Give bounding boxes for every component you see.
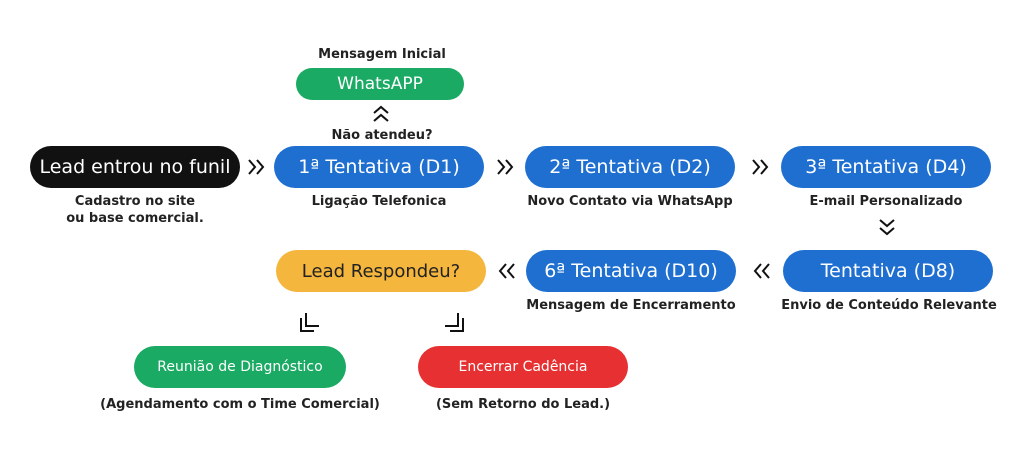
outcome-meeting-caption: (Agendamento com o Time Comercial) [100, 397, 380, 412]
double-chevron-right-icon [246, 157, 266, 177]
decision-label: Lead Respondeu? [301, 260, 461, 282]
whatsapp-label: WhatsAPP [337, 74, 423, 94]
step-3-node: 3ª Tentativa (D4) [781, 146, 991, 188]
outcome-close-caption: (Sem Retorno do Lead.) [435, 397, 611, 412]
double-chevron-right-icon [750, 157, 770, 177]
step-3-caption: E-mail Personalizado [809, 194, 963, 209]
outcome-close-label: Encerrar Cadência [458, 359, 588, 375]
step-3-label: 3ª Tentativa (D4) [805, 156, 967, 178]
step-6-caption: Mensagem de Encerramento [526, 298, 736, 313]
step-2-label: 2ª Tentativa (D2) [549, 156, 711, 178]
double-chevron-left-icon [752, 261, 772, 281]
step-1-caption: Ligação Telefonica [311, 194, 447, 209]
start-caption-line2: ou base comercial. [66, 211, 204, 226]
whatsapp-caption: Mensagem Inicial [318, 47, 446, 62]
double-chevron-left-icon [497, 261, 517, 281]
whatsapp-node: WhatsAPP [296, 68, 464, 100]
corner-arrow-icon [298, 309, 322, 333]
step-1-label: 1ª Tentativa (D1) [298, 156, 460, 178]
step-1-node: 1ª Tentativa (D1) [274, 146, 484, 188]
start-caption-line1: Cadastro no site [74, 194, 196, 209]
outcome-close-node: Encerrar Cadência [418, 346, 628, 388]
step-4-node: Tentativa (D8) [783, 250, 993, 292]
no-answer-question: Não atendeu? [331, 128, 433, 143]
step-2-caption: Novo Contato via WhatsApp [527, 194, 733, 209]
decision-node: Lead Respondeu? [276, 250, 486, 292]
step-2-node: 2ª Tentativa (D2) [525, 146, 735, 188]
double-chevron-down-icon [877, 217, 897, 237]
double-chevron-up-icon [371, 104, 391, 124]
start-node: Lead entrou no funil [30, 146, 240, 188]
double-chevron-right-icon [495, 157, 515, 177]
corner-arrow-icon [442, 309, 466, 333]
outcome-meeting-node: Reunião de Diagnóstico [134, 346, 346, 388]
step-4-caption: Envio de Conteúdo Relevante [781, 298, 997, 313]
outcome-meeting-label: Reunião de Diagnóstico [157, 359, 323, 375]
step-4-label: Tentativa (D8) [820, 260, 956, 282]
start-label: Lead entrou no funil [39, 156, 231, 178]
step-6-label: 6ª Tentativa (D10) [544, 260, 718, 282]
start-caption: Cadastro no site ou base comercial. [30, 193, 240, 227]
step-6-node: 6ª Tentativa (D10) [526, 250, 736, 292]
